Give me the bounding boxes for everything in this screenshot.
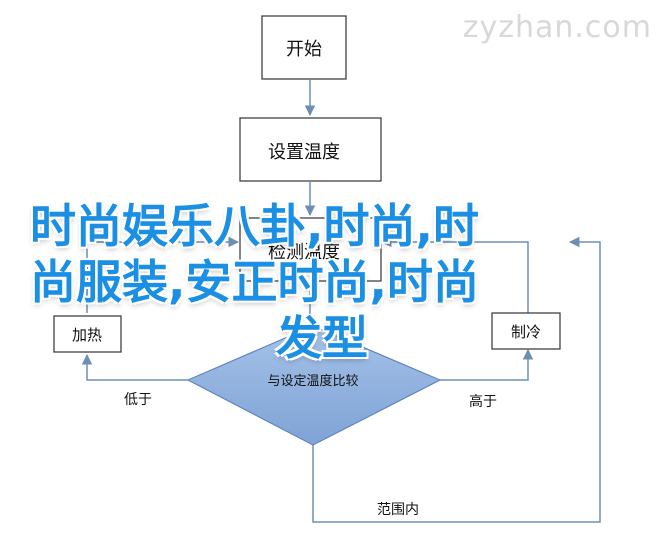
connector-high-to-cool — [440, 348, 534, 381]
connector-low-to-heat — [81, 353, 188, 381]
cool-box — [491, 312, 561, 350]
connector-inrange-loop — [312, 236, 601, 523]
headline-overlay: 时尚娱乐八卦,时尚,时 尚服装,安正时尚,时尚 发型 — [30, 198, 590, 366]
compare-diamond — [186, 325, 442, 446]
watermark: zyzhan.com — [462, 10, 652, 45]
headline-line-2: 尚服装,安正时尚,时尚 — [30, 255, 479, 309]
set-temp-box — [239, 117, 382, 182]
detect-temp-box — [239, 217, 382, 282]
headline-line-1: 时尚娱乐八卦,时尚,时 — [30, 199, 479, 253]
set-temp-label: 设置温度 — [268, 142, 340, 163]
start-label: 开始 — [286, 39, 322, 60]
heat-label: 加热 — [72, 326, 102, 344]
start-box — [261, 15, 347, 80]
high-label: 高于 — [469, 393, 497, 410]
heat-box — [53, 315, 122, 353]
compare-label: 与设定温度比较 — [267, 373, 358, 389]
headline-line-3: 发型 — [276, 311, 368, 365]
low-label: 低于 — [124, 392, 152, 408]
cool-label: 制冷 — [511, 323, 541, 341]
connector-heat-to-detect — [86, 236, 240, 313]
detect-temp-label: 检测温度 — [268, 242, 340, 263]
connector-cool-to-detect — [380, 236, 529, 313]
in-range-label: 范围内 — [377, 501, 419, 518]
